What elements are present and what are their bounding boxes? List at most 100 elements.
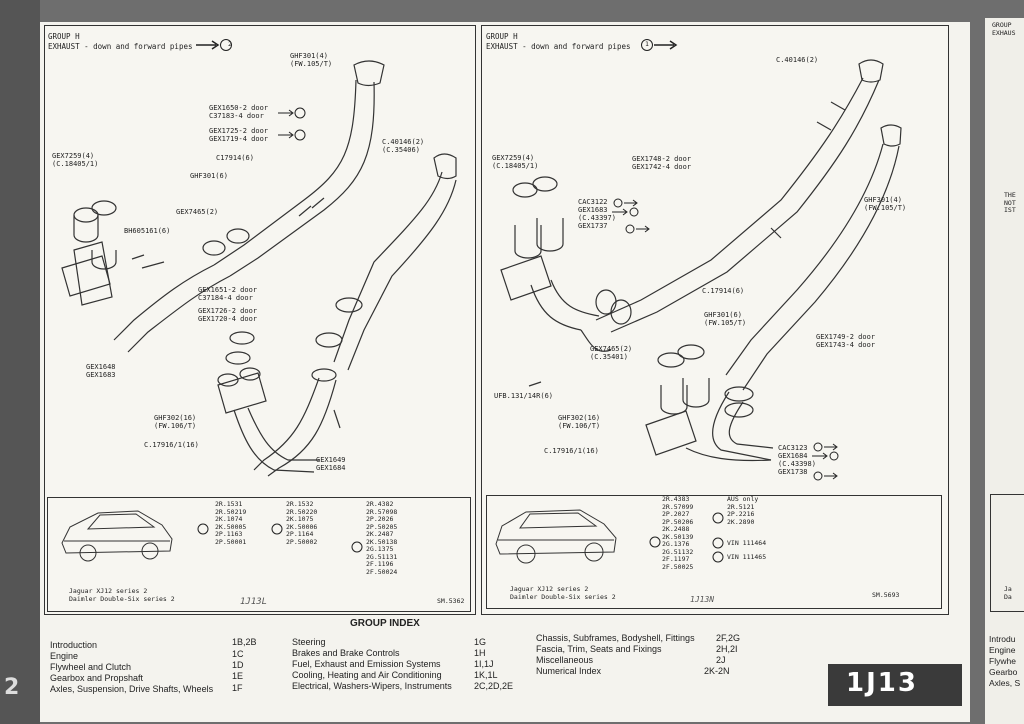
part-label-r-cac3122: CAC3122 GEX1683 (C.43397) GEX1737	[578, 198, 616, 230]
index-item-chassis: Chassis, Subframes, Bodyshell, Fittings	[536, 633, 695, 643]
part-label-ghf302: GHF302(16) (FW.106/T)	[154, 414, 197, 430]
index-item-steering: Steering	[292, 637, 326, 647]
part-label-c40146: C.40146(2) (C.35406)	[382, 138, 425, 154]
index-code-axles: 1F	[232, 683, 243, 693]
index-item-numerical: Numerical Index	[536, 666, 602, 676]
left-scan-edge	[0, 0, 40, 724]
index-code-misc: 2J	[716, 655, 726, 665]
left-circle-3-icon	[351, 541, 363, 553]
left-serial-col1: 2R.1531 2R.50219 2K.1074 2K.50005 2P.116…	[215, 500, 247, 546]
right-callout-arrows-top-icon	[612, 198, 650, 234]
index-item-fuel: Fuel, Exhaust and Emission Systems	[292, 659, 441, 669]
left-callout-arrows-icon	[278, 107, 306, 141]
adjacent-sheet-index: Introdu Engine Flywhe Gearbo Axles, S	[989, 634, 1021, 688]
right-vin-3: VIN 111464	[727, 539, 767, 547]
right-serial-col1: 2R.4383 2R.57099 2P.2027 2P.50206 2K.248…	[662, 495, 694, 571]
left-car-illustration	[61, 510, 173, 562]
left-circle-1-icon	[197, 523, 209, 535]
index-item-misc: Miscellaneous	[536, 655, 594, 665]
group-index-title: GROUP INDEX	[350, 618, 420, 629]
index-item-gearbox: Gearbox and Propshaft	[50, 673, 144, 683]
left-circle-2-icon	[271, 523, 283, 535]
group-index-col1: Introduction 1B,2B Engine 1C Flywheel an…	[50, 637, 280, 700]
part-label-r-gex1748: GEX1748-2 door GEX1742-4 door	[632, 155, 692, 171]
part-label-r-ghf301-4: GHF301(4) (FW.105/T)	[864, 196, 907, 212]
right-car-illustration	[495, 509, 617, 564]
right-callout-arrows-bottom-icon	[812, 442, 839, 481]
group-index-col2: Steering 1G Brakes and Brake Controls 1H…	[292, 637, 532, 699]
index-item-introduction: Introduction	[50, 640, 98, 650]
part-label-r-ghf302: GHF302(16) (FW.106/T)	[558, 414, 601, 430]
index-code-fascia: 2H,2I	[716, 644, 738, 654]
part-label-r-c17914: C.17914(6)	[702, 287, 745, 295]
part-label-gex1649: GEX1649 GEX1684	[316, 456, 346, 472]
right-vehicle-box	[486, 495, 942, 609]
adjacent-sheet-note: THE NOT IST	[1004, 191, 1016, 214]
right-serial-col2: AUS only 2R.5121 2P.2216 2K.2890	[727, 495, 759, 526]
left-exhaust-diagram	[61, 60, 457, 477]
left-serial-col3: 2R.4382 2R.57098 2P.2026 2P.50205 2K.248…	[366, 500, 398, 576]
part-label-r-ufb131: UFB.131/14R(6)	[494, 392, 554, 400]
left-panel-title: EXHAUST - down and forward pipes	[48, 42, 193, 51]
index-item-engine: Engine	[50, 651, 79, 661]
right-title-circle-number: 1	[645, 40, 649, 48]
part-label-c17914: C17914(6)	[216, 154, 254, 162]
left-serial-col2: 2R.1532 2R.50220 2K.1075 2K.50006 2P.116…	[286, 500, 318, 546]
part-label-c17916: C.17916/1(16)	[144, 441, 199, 449]
part-label-gex1725: GEX1725-2 door GEX1719-4 door	[209, 127, 269, 143]
part-label-r-c40146: C.40146(2)	[776, 56, 819, 64]
index-code-engine: 1C	[232, 649, 244, 659]
index-code-brakes: 1H	[474, 648, 486, 658]
adjacent-sheet	[985, 18, 1024, 724]
right-exhaust-diagram	[500, 59, 902, 462]
part-label-gex1648: GEX1648 GEX1683	[86, 363, 116, 379]
part-label-r-gex1749: GEX1749-2 door GEX1743-4 door	[816, 333, 876, 349]
index-code-gearbox: 1E	[232, 671, 244, 681]
part-label-gex7259: GEX7259(4) (C.18405/1)	[52, 152, 99, 168]
adjacent-sheet-box	[990, 494, 1024, 612]
right-panel-title: EXHAUST - down and forward pipes	[486, 42, 631, 51]
index-code-introduction: 1B,2B	[232, 637, 257, 647]
part-label-gex1651: GEX1651-2 door C37184-4 door	[198, 286, 258, 302]
part-label-r-gex7259: GEX7259(4) (C.18405/1)	[492, 154, 539, 170]
index-item-flywheel: Flywheel and Clutch	[50, 662, 132, 672]
right-circle-3-icon	[712, 537, 724, 549]
left-title-arrow-icon	[196, 39, 232, 51]
part-label-r-ghf301-6: GHF301(6) (FW.105/T)	[704, 311, 747, 327]
left-handwritten-note: 1J13L	[240, 597, 268, 607]
index-code-numerical: 2K-2N	[704, 666, 730, 676]
index-code-electrical: 2C,2D,2E	[474, 681, 514, 691]
right-circle-1-icon	[649, 536, 661, 548]
right-circle-4-icon	[712, 551, 724, 563]
index-item-brakes: Brakes and Brake Controls	[292, 648, 400, 658]
right-group-label: GROUP H	[486, 32, 518, 41]
left-ref-code: SM.5362	[437, 597, 465, 605]
part-label-ghf301-4: GHF301(4) (FW.105/T)	[290, 52, 333, 68]
page-code: 1J13	[846, 668, 918, 698]
left-edge-char: 2	[4, 675, 20, 700]
index-item-fascia: Fascia, Trim, Seats and Fixings	[536, 644, 662, 654]
index-item-electrical: Electrical, Washers-Wipers, Instruments	[292, 681, 452, 691]
part-label-gex7465: GEX7465(2)	[176, 208, 219, 216]
part-label-gex1726: GEX1726-2 door GEX1720-4 door	[198, 307, 258, 323]
part-label-ghf301-6: GHF301(6)	[190, 172, 228, 180]
right-car-caption: Jaguar XJ12 series 2 Daimler Double-Six …	[510, 585, 616, 601]
index-item-cooling: Cooling, Heating and Air Conditioning	[292, 670, 442, 680]
index-code-fuel: 1I,1J	[474, 659, 494, 669]
index-code-chassis: 2F,2G	[716, 633, 741, 643]
index-code-steering: 1G	[474, 637, 487, 647]
right-handwritten-note: 1J13N	[690, 595, 715, 604]
left-vehicle-box	[47, 497, 471, 612]
index-item-axles: Axles, Suspension, Drive Shafts, Wheels	[50, 684, 214, 694]
left-group-label: GROUP H	[48, 32, 80, 41]
part-label-bh605161: BH605161(6)	[124, 227, 171, 235]
left-title-circle-number: 2	[228, 40, 232, 48]
index-code-cooling: 1K,1L	[474, 670, 498, 680]
page-code-block	[828, 664, 962, 706]
right-vin-4: VIN 111465	[727, 553, 767, 561]
part-label-r-c17916: C.17916/1(16)	[544, 447, 599, 455]
part-label-r-gex7465: GEX7465(2) (C.35401)	[590, 345, 633, 361]
part-label-gex1650: GEX1650-2 door C37183-4 door	[209, 104, 269, 120]
right-ref-code: SM.5693	[872, 591, 900, 599]
